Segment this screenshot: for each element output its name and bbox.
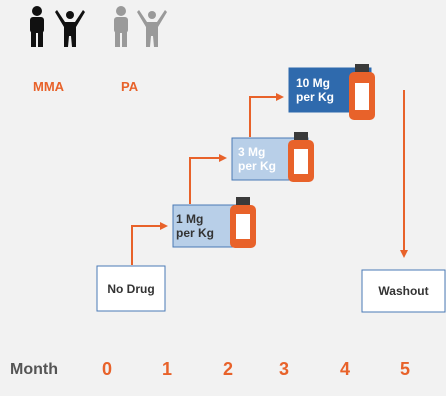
step-arrow-icon	[189, 154, 227, 204]
stage-box-washout	[361, 269, 446, 313]
group-label-mma: MMA	[33, 79, 65, 94]
medicine-bottle-icon	[288, 132, 314, 182]
step-arrow-icon	[249, 93, 284, 137]
stage-box-no-drug	[96, 265, 166, 312]
stage-label-3mg: 3 Mg per Kg	[238, 145, 277, 173]
medicine-bottle-icon	[230, 197, 256, 248]
month-tick: 3	[278, 359, 289, 379]
pa-parent-child-icon	[114, 6, 167, 47]
stage-label-no-drug: No Drug	[107, 281, 155, 296]
step-arrow-icon	[131, 222, 168, 265]
stage-label-10mg: 10 Mg per Kg	[296, 76, 335, 104]
timeline-label: Month	[10, 361, 58, 378]
month-tick: 5	[399, 359, 410, 379]
stage-label-washout: Washout	[378, 284, 429, 298]
month-tick: 1	[161, 359, 172, 379]
group-label-pa: PA	[121, 79, 139, 94]
month-tick: 0	[101, 359, 112, 379]
stage-label-1mg: 1 Mg per Kg	[176, 212, 215, 240]
mma-parent-child-icon	[30, 6, 85, 47]
month-tick: 2	[222, 359, 233, 379]
medicine-bottle-icon	[349, 64, 375, 120]
month-tick: 4	[339, 359, 350, 379]
